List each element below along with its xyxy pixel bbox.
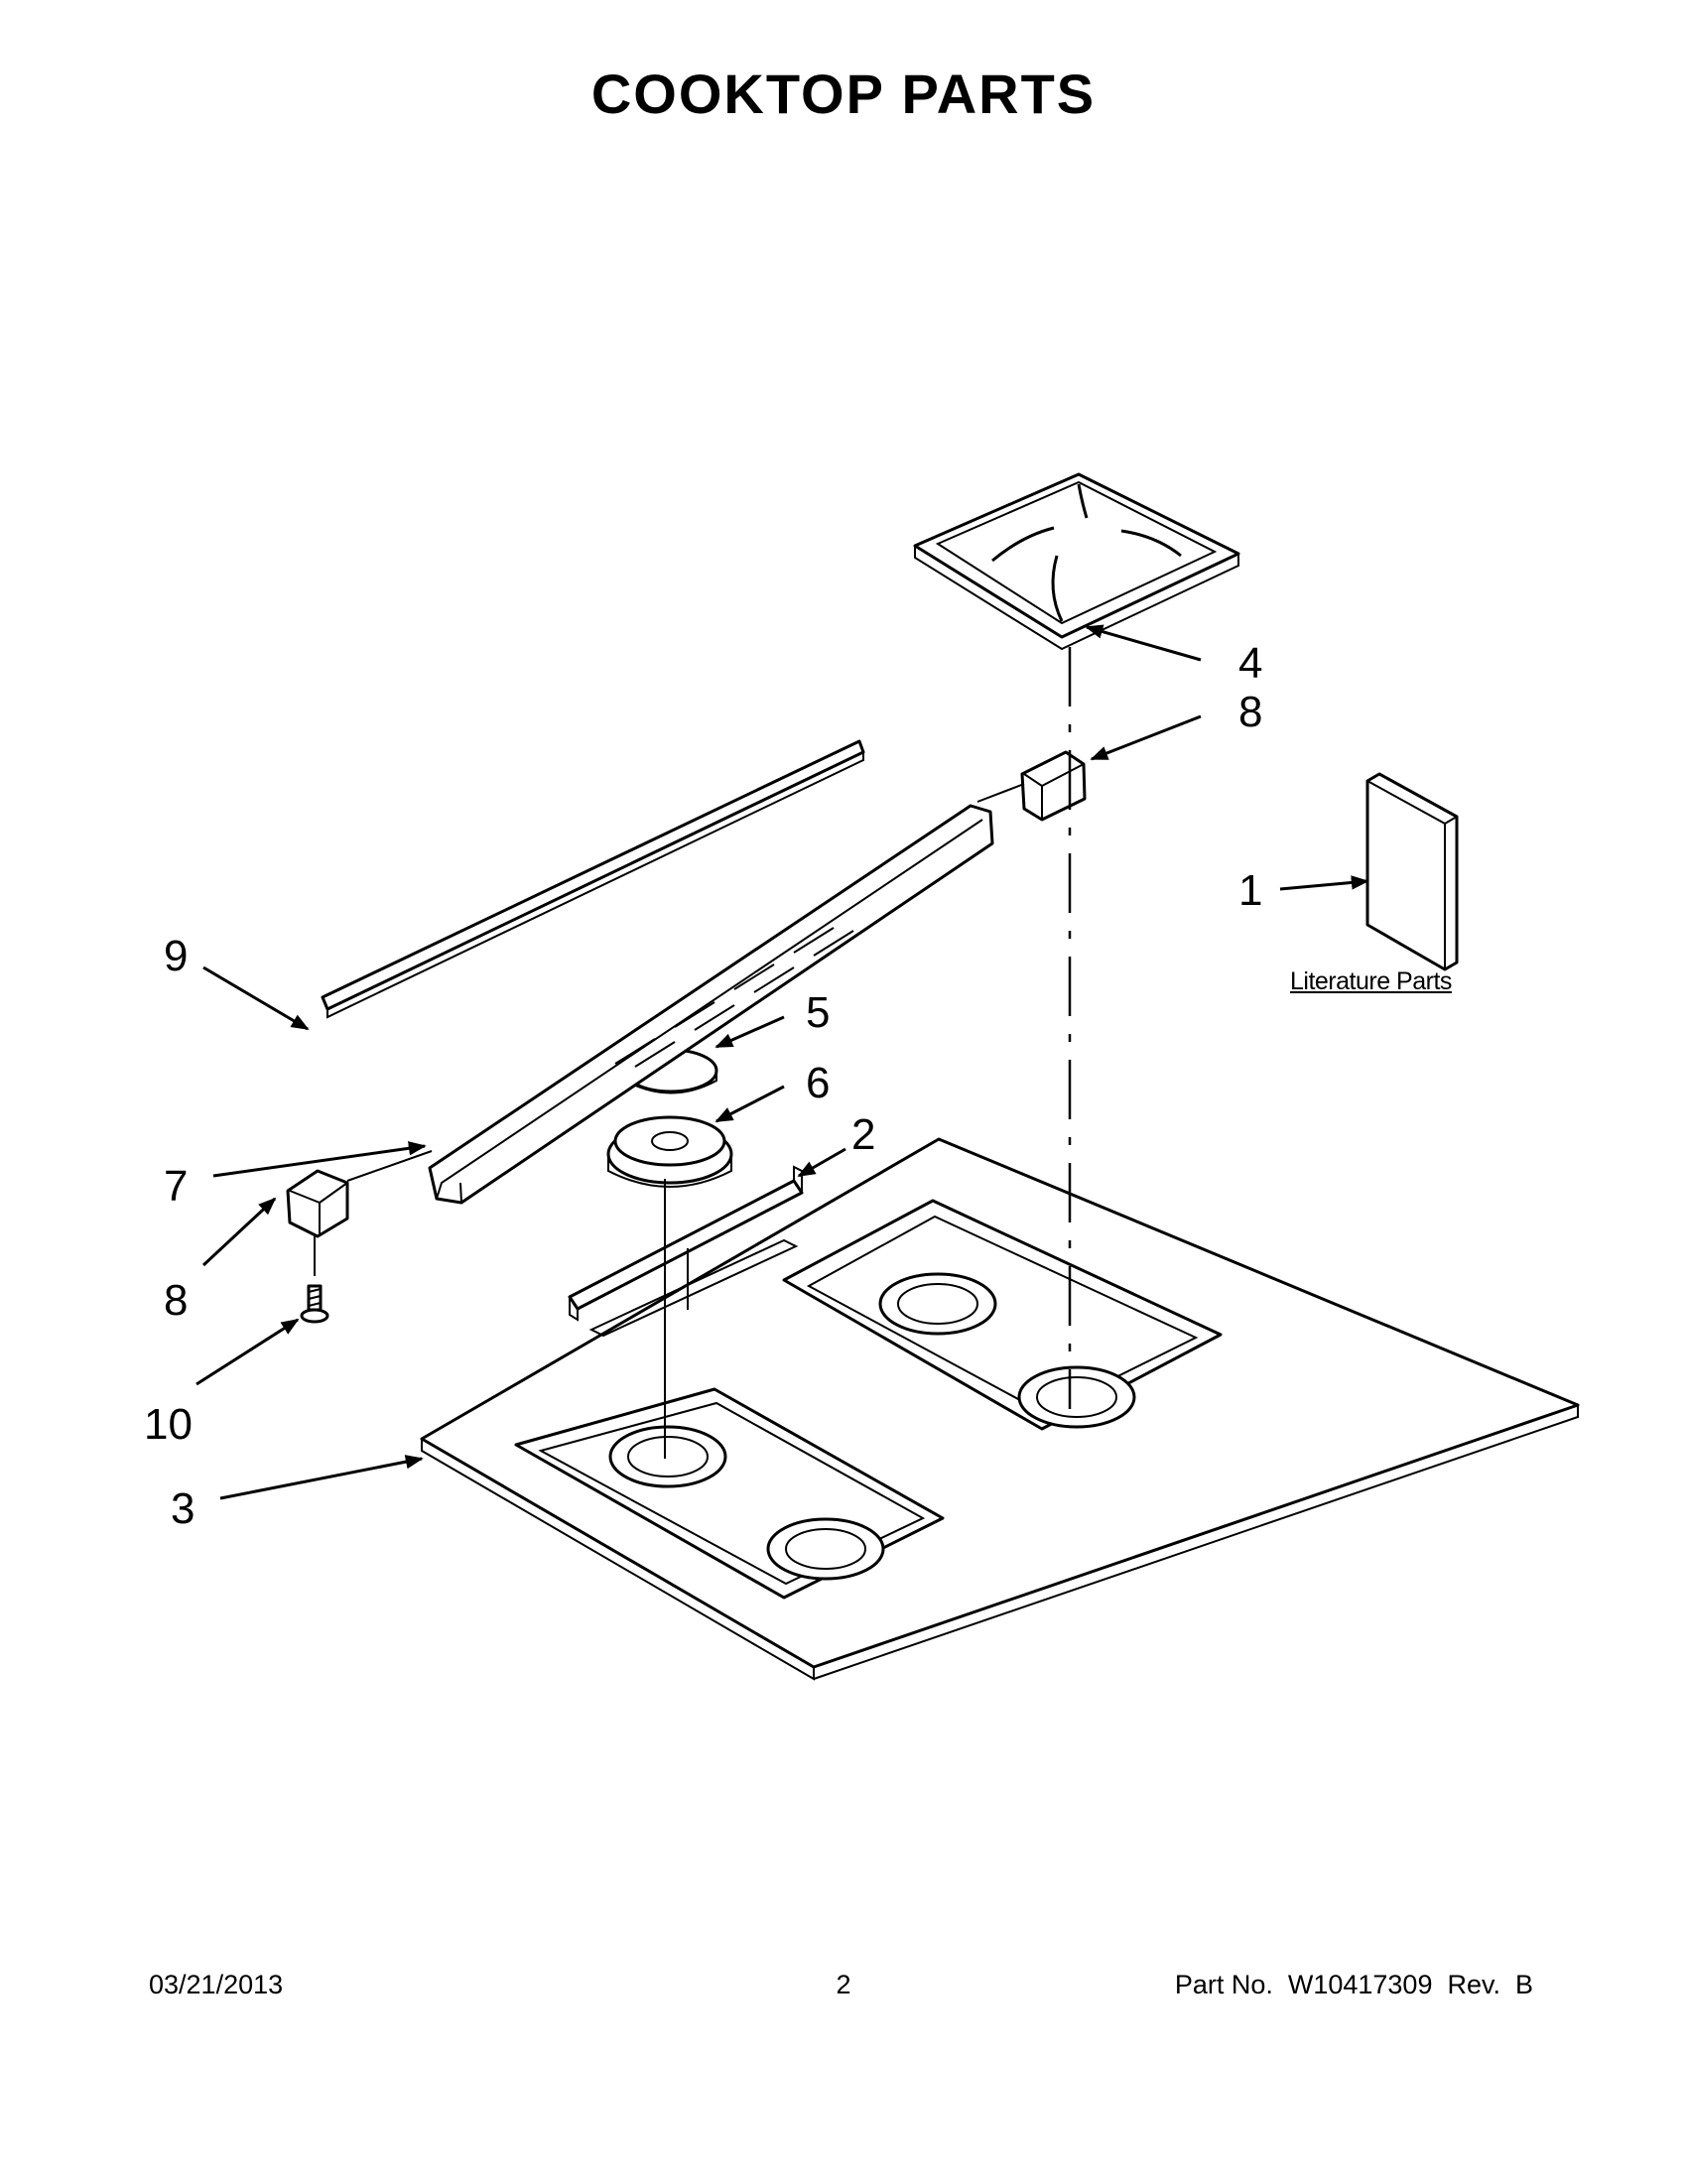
- literature-pack: [1365, 772, 1459, 971]
- trim-strip: [321, 739, 865, 1019]
- callout-9: 9: [164, 932, 188, 980]
- callout-5: 5: [806, 988, 830, 1037]
- callout-numbers: 4 8 1 9 5 6 2 7 8 10 3: [144, 639, 1262, 1533]
- end-cap-upper: [1020, 750, 1087, 822]
- callout-6: 6: [806, 1059, 830, 1107]
- callout-10: 10: [144, 1400, 193, 1449]
- screw: [300, 1284, 329, 1324]
- burner-grate: [913, 472, 1240, 651]
- callout-4: 4: [1238, 639, 1262, 688]
- callout-1: 1: [1238, 866, 1262, 915]
- cooktop-main-top: [420, 1137, 1580, 1681]
- callout-8-lower: 8: [164, 1276, 188, 1325]
- literature-parts-label: Literature Parts: [1290, 967, 1452, 995]
- footer-page-number: 2: [836, 1970, 851, 1999]
- manifold-panel: [428, 804, 994, 1205]
- burner-base: [606, 1115, 733, 1188]
- footer-date: 03/21/2013: [149, 1970, 284, 1999]
- callout-7: 7: [164, 1162, 188, 1211]
- callout-3: 3: [171, 1484, 195, 1533]
- footer-part-number: Part No. W10417309 Rev. B: [1174, 1970, 1533, 1999]
- callout-8-upper: 8: [1238, 688, 1262, 736]
- cooktop-bracket: [568, 1165, 804, 1322]
- page-title: COOKTOP PARTS: [590, 63, 1097, 125]
- end-cap-lower: [286, 1169, 349, 1238]
- leader-arrows: [195, 624, 1369, 1500]
- assembly-lines: [314, 647, 1072, 1459]
- callout-2: 2: [851, 1110, 875, 1159]
